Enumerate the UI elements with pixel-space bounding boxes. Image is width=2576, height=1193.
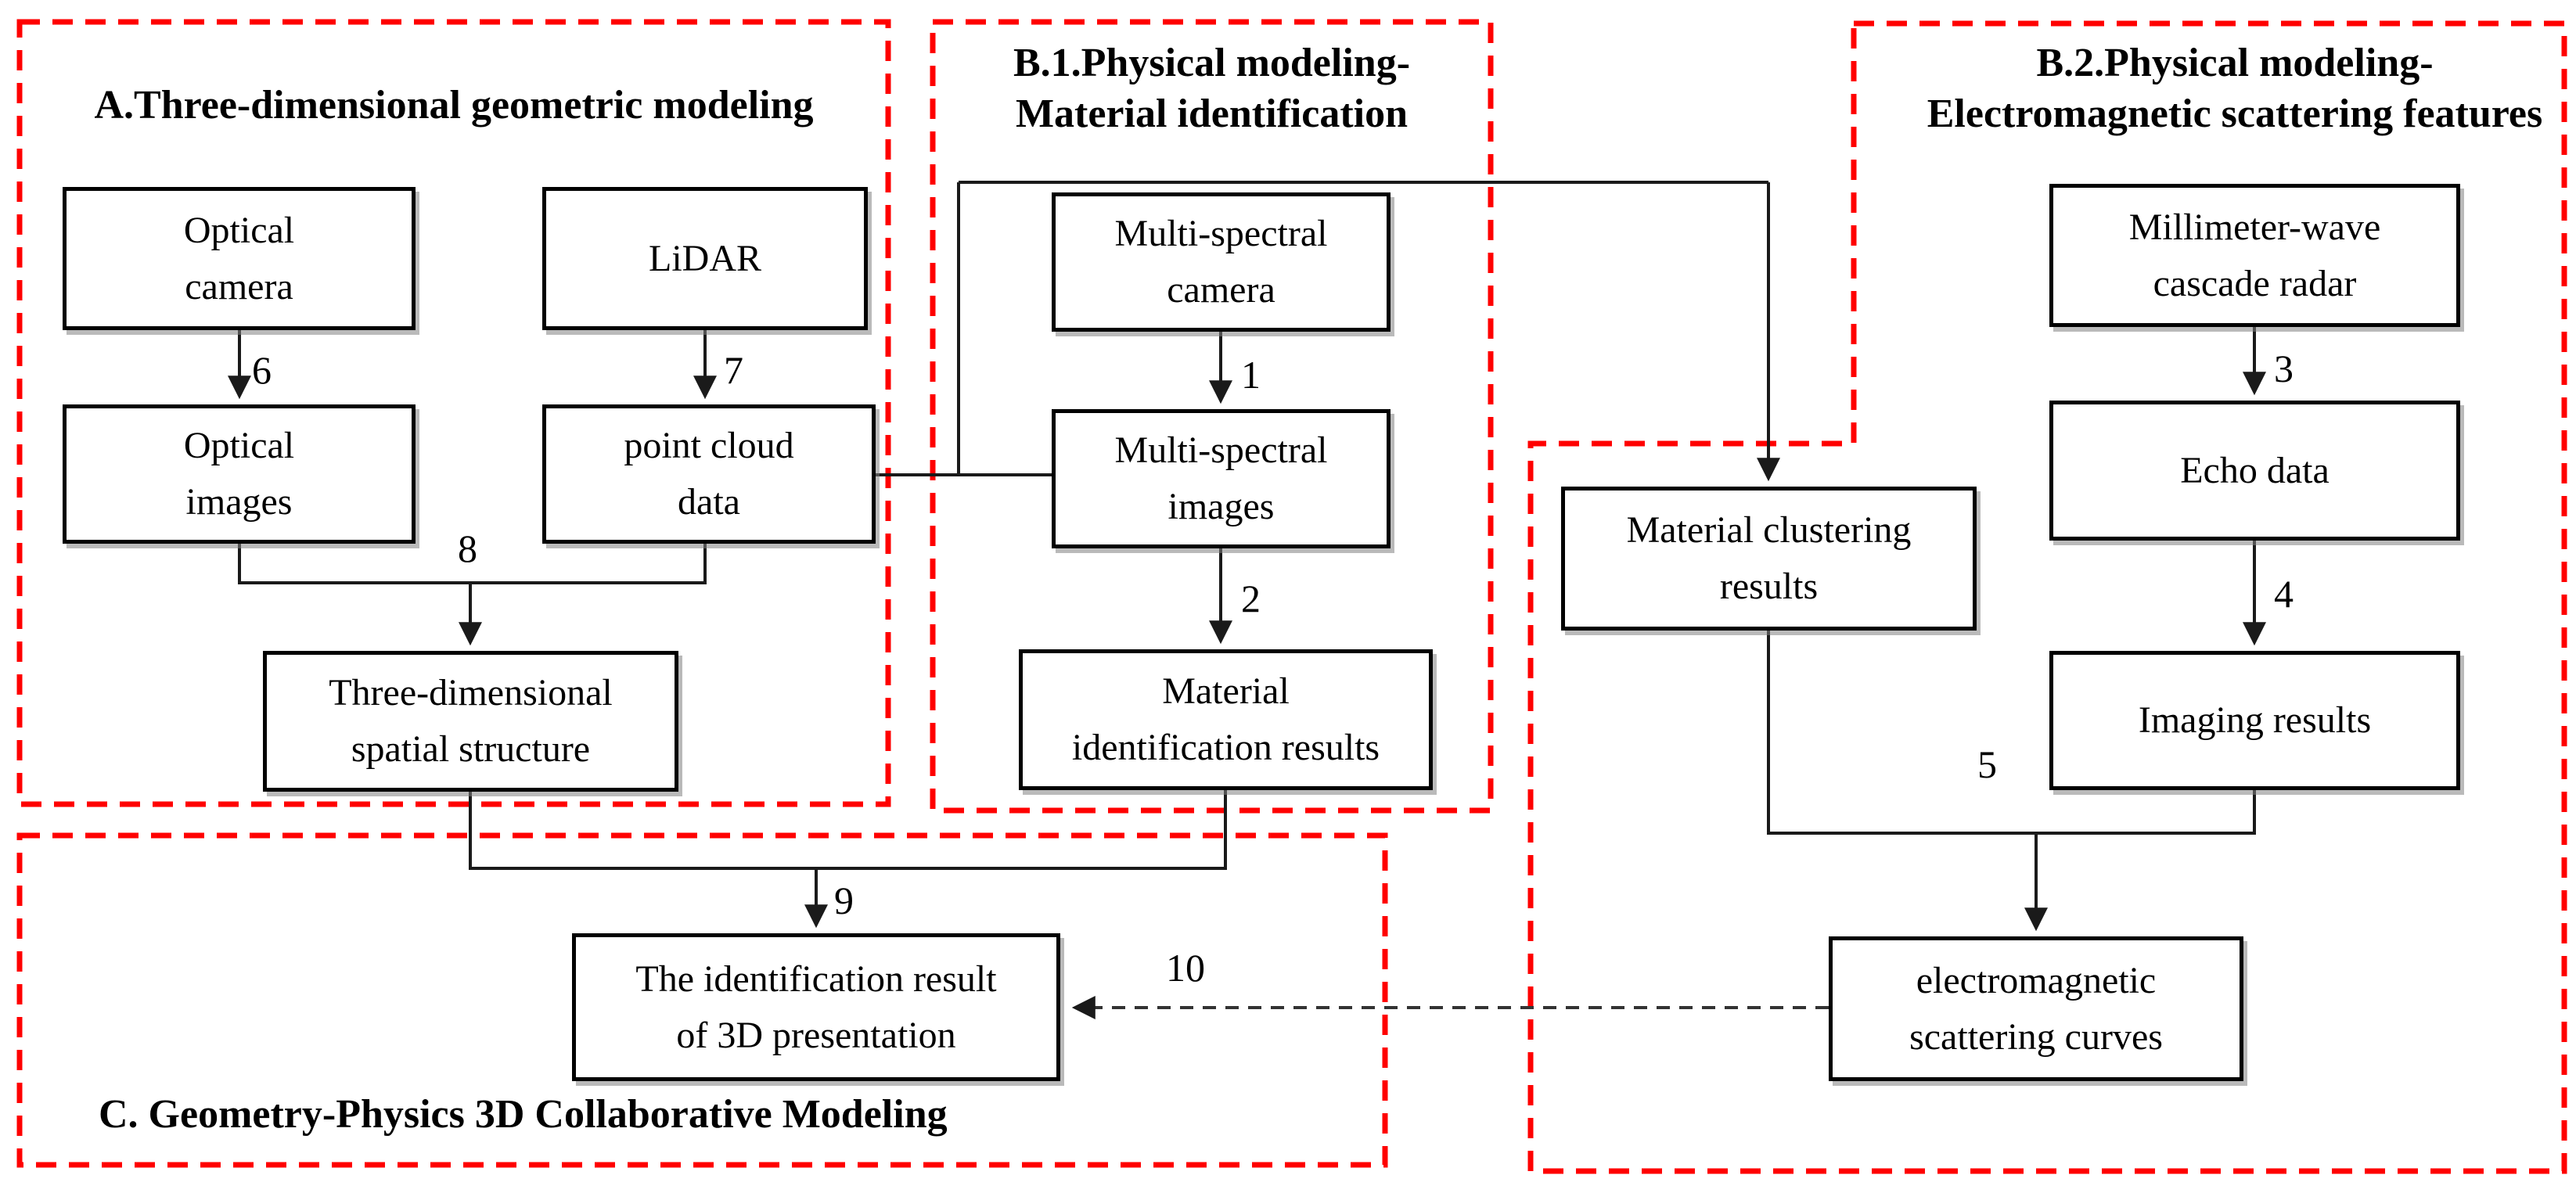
group-a-title: A.Three-dimensional geometric modeling [94, 83, 814, 128]
node-millimeter-wave-cascade-radar: Millimeter-wave cascade radar [2049, 184, 2460, 327]
group-borders [16, 19, 2567, 1174]
group-b1-title: B.1.Physical modeling- Material identifi… [1013, 41, 1411, 136]
node-electromagnetic-scattering-curves: electromagnetic scattering curves [1829, 936, 2243, 1081]
edge-label-7: 7 [724, 348, 743, 392]
group-c-border [16, 832, 1388, 1168]
node-optical-images: Optical images [63, 404, 416, 544]
connector-lines [238, 181, 2256, 870]
edge-label-9: 9 [834, 879, 854, 922]
edge-label-3: 3 [2274, 347, 2294, 390]
edge-label-6: 6 [252, 348, 272, 392]
node-material-identification-results: Material identification results [1019, 649, 1433, 790]
node-multispectral-images: Multi-spectral images [1052, 409, 1391, 548]
node-identification-result-3d: The identification result of 3D presenta… [572, 933, 1060, 1081]
group-c-title: C. Geometry-Physics 3D Collaborative Mod… [99, 1092, 948, 1137]
node-imaging-results: Imaging results [2049, 651, 2460, 790]
node-material-clustering-results: Material clustering results [1561, 487, 1977, 631]
node-lidar: LiDAR [542, 187, 868, 330]
connector-arrows [228, 182, 2266, 1019]
group-b2-border [1527, 20, 2567, 1174]
edge-label-5: 5 [1977, 742, 1997, 786]
node-echo-data: Echo data [2049, 401, 2460, 541]
node-point-cloud-data: point cloud data [542, 404, 876, 544]
edge-label-4: 4 [2274, 572, 2294, 616]
node-optical-camera: Optical camera [63, 187, 416, 330]
node-three-dimensional-spatial-structure: Three-dimensional spatial structure [263, 651, 678, 792]
group-b2-title: B.2.Physical modeling- Electromagnetic s… [1927, 41, 2543, 136]
edge-label-10: 10 [1166, 946, 1205, 990]
edge-label-2: 2 [1241, 577, 1261, 620]
node-multispectral-camera: Multi-spectral camera [1052, 192, 1391, 332]
group-a-border [16, 19, 891, 807]
edge-label-8: 8 [458, 526, 477, 570]
edge-label-1: 1 [1241, 353, 1261, 397]
group-b1-border [930, 19, 1494, 814]
